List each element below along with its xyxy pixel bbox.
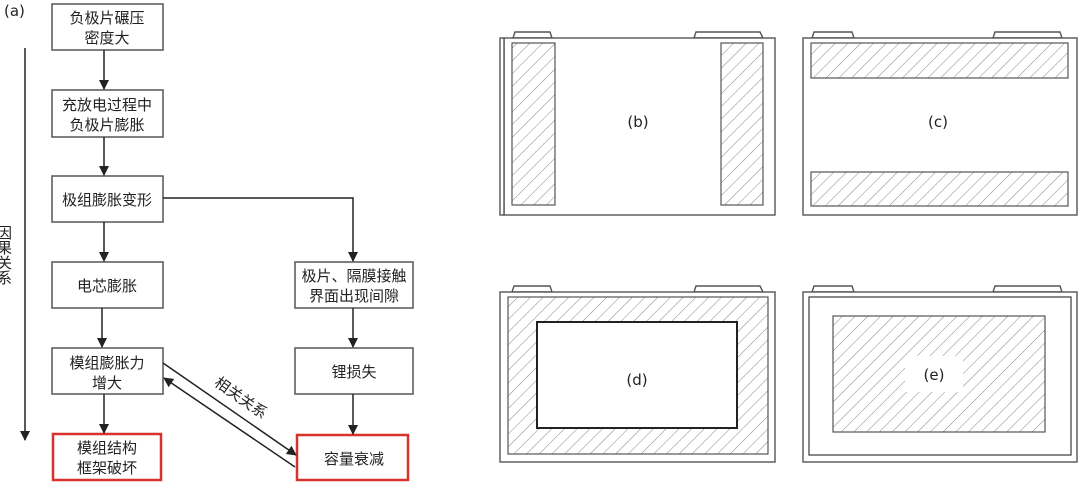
causality-label-text: 因果关系 (0, 225, 13, 285)
causality-label: 因果关系 (0, 225, 13, 285)
node-5: 模组膨胀力 增大 (51, 347, 164, 395)
node-9-highlight: 容量衰减 (295, 433, 410, 482)
node-text: 框架破坏 (77, 459, 137, 477)
node-8: 锂损失 (294, 347, 414, 395)
node-text: 极组膨胀变形 (62, 191, 152, 209)
node-text: 负极片膨胀 (69, 116, 144, 134)
panel-b-label: (b) (627, 113, 648, 131)
node-text: 密度大 (84, 29, 129, 47)
panel-d-label: (d) (626, 371, 647, 389)
panel-d-cell: (d) (499, 285, 776, 463)
node-7: 极片、隔膜接触 界面出现间隙 (294, 261, 414, 309)
panel-a-label: (a) (4, 2, 25, 20)
hatched-region (810, 42, 1069, 79)
node-text: 负极片碾压 (69, 9, 144, 27)
panel-c-cell: (c) (802, 31, 1078, 216)
node-6-highlight: 模组结构 框架破坏 (51, 432, 163, 482)
flow-arrows (97, 50, 358, 468)
node-text: 锂损失 (331, 363, 376, 381)
node-1: 负极片碾压 密度大 (51, 3, 164, 51)
hatched-region (810, 171, 1069, 207)
node-text: 容量衰减 (324, 450, 384, 468)
node-text: 增大 (92, 374, 122, 392)
panel-e-label: (e) (924, 366, 945, 384)
node-4: 电芯膨胀 (51, 261, 164, 309)
node-3: 极组膨胀变形 (51, 175, 164, 223)
node-text: 界面出现间隙 (309, 287, 399, 305)
panel-e-cell: (e) (802, 285, 1078, 463)
node-text: 充放电过程中 (62, 96, 152, 114)
node-text: 模组膨胀力 (69, 354, 144, 372)
node-text: 电芯膨胀 (77, 277, 137, 295)
node-text: 极片、隔膜接触 (301, 267, 406, 285)
panel-c-label: (c) (928, 113, 948, 131)
node-text: 模组结构 (77, 439, 137, 457)
panel-b-cell: (b) (499, 31, 776, 216)
node-2: 充放电过程中 负极片膨胀 (51, 89, 164, 138)
hatched-region (720, 42, 764, 206)
hatched-region (511, 42, 556, 206)
correlation-label: 相关关系 (211, 373, 270, 422)
